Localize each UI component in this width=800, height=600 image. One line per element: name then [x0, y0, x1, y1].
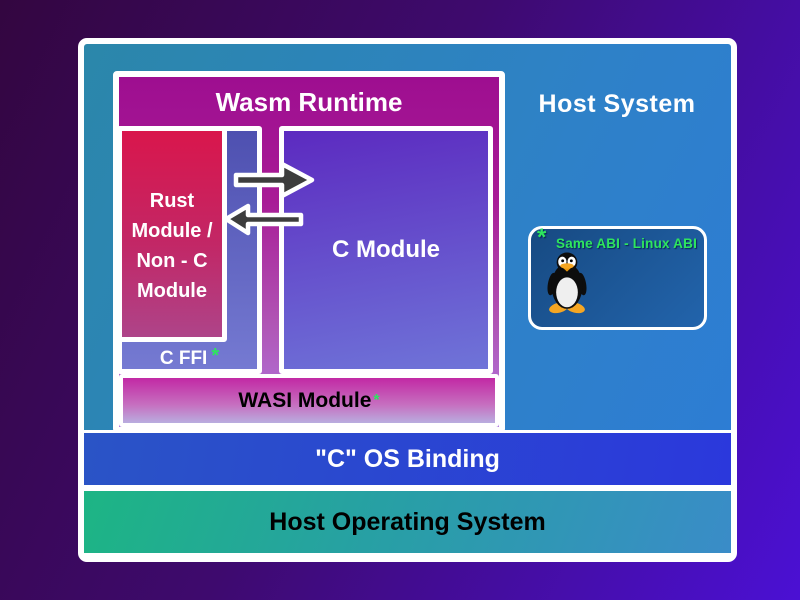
- tux-penguin-icon: [547, 252, 587, 314]
- os-binding-label: "C" OS Binding: [315, 444, 500, 473]
- c-module-label: C Module: [332, 236, 440, 263]
- rust-module-label-line: Non - C: [136, 250, 208, 272]
- abi-asterisk-icon: *: [537, 224, 547, 251]
- host-system-label: Host System: [538, 90, 696, 118]
- left-arrow-icon: [223, 203, 304, 236]
- wasm-runtime-label: Wasm Runtime: [215, 87, 403, 117]
- ffi-flow-arrows-icon: [223, 161, 315, 236]
- c-module-box: C Module: [279, 126, 493, 374]
- host-os-label: Host Operating System: [269, 507, 546, 536]
- rust-module-box: Rust Module / Non - C Module: [117, 126, 227, 342]
- os-binding-bar: "C" OS Binding: [81, 430, 734, 488]
- wasi-asterisk-icon: *: [373, 391, 380, 409]
- right-arrow-icon: [233, 161, 315, 199]
- c-ffi-asterisk-icon: *: [211, 345, 220, 367]
- wasi-module-label: WASI Module: [238, 388, 372, 412]
- rust-module-label-line: Module: [137, 280, 207, 302]
- rust-module-label-line: Module /: [131, 220, 213, 242]
- host-os-bar: Host Operating System: [81, 488, 734, 556]
- c-ffi-label: C FFI*: [159, 345, 220, 369]
- abi-note-label: Same ABI - Linux ABI: [556, 236, 698, 251]
- rust-module-label-line: Rust: [149, 190, 195, 212]
- wasi-module-bar: WASI Module*: [119, 374, 499, 427]
